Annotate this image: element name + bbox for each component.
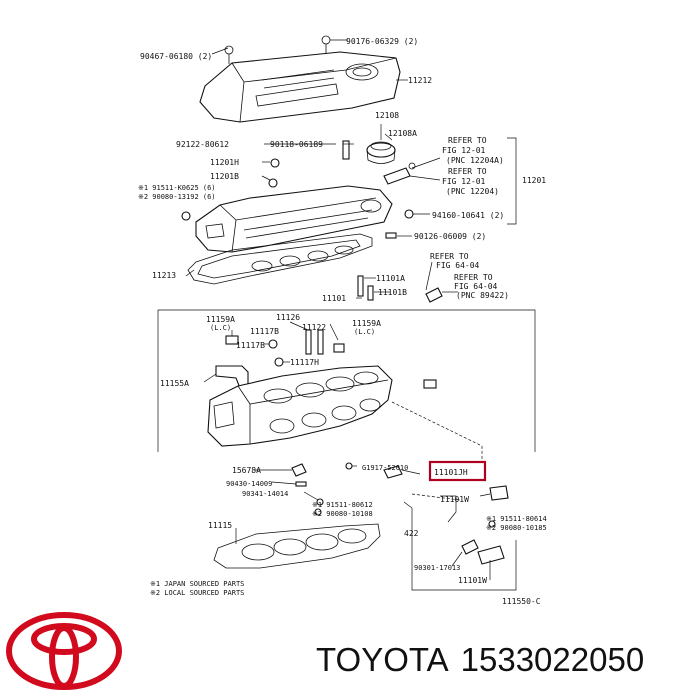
callout-label: G1917-52010 <box>362 464 408 472</box>
callout-label: 11117B <box>236 341 265 350</box>
callout-label: 111550-C <box>502 597 541 606</box>
callout-label: ※2 90080-10108 <box>312 510 373 518</box>
callout-label: REFER TO <box>430 252 469 261</box>
callout-label: FIG 64-04 <box>436 261 480 270</box>
callout-label: 90126-06009 (2) <box>414 232 486 241</box>
callout-label: 11201 <box>522 176 546 185</box>
callout-label: 11101B <box>378 288 407 297</box>
callout-label: 12108 <box>375 111 399 120</box>
callout-label: REFER TO <box>454 273 493 282</box>
callout-label: FIG 64-04 <box>454 282 498 291</box>
assembly-brackets <box>157 137 536 591</box>
legend-note: ※1 JAPAN SOURCED PARTS <box>150 580 244 588</box>
brand-name: TOYOTA <box>316 641 449 678</box>
callout-label: (PNC 12204A) <box>446 156 504 165</box>
highlight-box <box>428 460 487 482</box>
callout-label: 11117B <box>250 327 279 336</box>
oil-filler-cap-part <box>366 141 396 164</box>
callout-label: (L.C) <box>210 324 231 332</box>
callout-label: ※2 90080-13192 (6) <box>138 193 216 201</box>
callout-label: 11122 <box>302 323 326 332</box>
callout-label: 90430-14009 <box>226 480 272 488</box>
callout-label: 11212 <box>408 76 432 85</box>
callout-label: 11159A <box>206 315 235 324</box>
callout-labels: 90467-06180 (2) 90176-06329 (2) 11212 12… <box>138 37 547 606</box>
callout-label: 11126 <box>276 313 300 322</box>
callout-label: REFER TO <box>448 136 487 145</box>
callout-label: (L.C) <box>354 328 375 336</box>
callout-label: 11101W <box>440 495 469 504</box>
callout-label: 15678A <box>232 466 261 475</box>
callout-label: 11201B <box>210 172 239 181</box>
callout-label: 11101A <box>376 274 405 283</box>
part-number: 1533022050 <box>460 641 645 678</box>
callout-label: 90176-06329 (2) <box>346 37 418 46</box>
cylinder-head-part <box>207 365 393 447</box>
callout-label: 90467-06180 (2) <box>140 52 212 61</box>
callout-label: 11101 <box>322 294 346 303</box>
callout-label: 90301-17013 <box>414 564 460 572</box>
callout-label: 11155A <box>160 379 189 388</box>
head-cover-part-11201 <box>195 185 393 253</box>
pcv-valve-part <box>383 162 416 185</box>
head-cover-part-11212 <box>199 35 401 123</box>
callout-label: 94160-10641 (2) <box>432 211 504 220</box>
callout-label: 11201H <box>210 158 239 167</box>
callout-label: ※1 91511-80612 <box>312 501 373 509</box>
callout-label: 422 <box>404 529 419 538</box>
head-cover-gasket-part <box>187 233 373 285</box>
callout-label: (PNC 12204) <box>446 187 499 196</box>
callout-label: ※1 91511-K0625 (6) <box>138 184 216 192</box>
callout-label: 11115 <box>208 521 232 530</box>
callout-label: 11117H <box>290 358 319 367</box>
callout-label: 11213 <box>152 271 176 280</box>
callout-label: (PNC 89422) <box>456 291 509 300</box>
callout-label: 11159A <box>352 319 381 328</box>
callout-label: ※2 90080-10185 <box>486 524 547 532</box>
toyota-logo <box>6 612 122 690</box>
callout-label: ※1 91511-80614 <box>486 515 547 523</box>
product-caption: TOYOTA 1533022050 <box>316 641 692 691</box>
callout-label: FIG 12-01 <box>442 177 486 186</box>
callout-label: 92122-80612 <box>176 140 229 149</box>
highlighted-callout-label: 11101JH <box>434 468 468 477</box>
callout-label: REFER TO <box>448 167 487 176</box>
leader-lines <box>185 39 491 580</box>
callout-label: 90118-06189 <box>270 140 323 149</box>
stud-bolt-part <box>357 275 443 303</box>
head-gasket-part <box>213 523 381 569</box>
callout-label: FIG 12-01 <box>442 146 486 155</box>
callout-label: 11101W <box>458 576 487 585</box>
legend-note: ※2 LOCAL SOURCED PARTS <box>150 589 244 597</box>
callout-label: 90341-14014 <box>242 490 288 498</box>
callout-label: 12108A <box>388 129 417 138</box>
plug-and-bolt-parts <box>291 462 509 565</box>
